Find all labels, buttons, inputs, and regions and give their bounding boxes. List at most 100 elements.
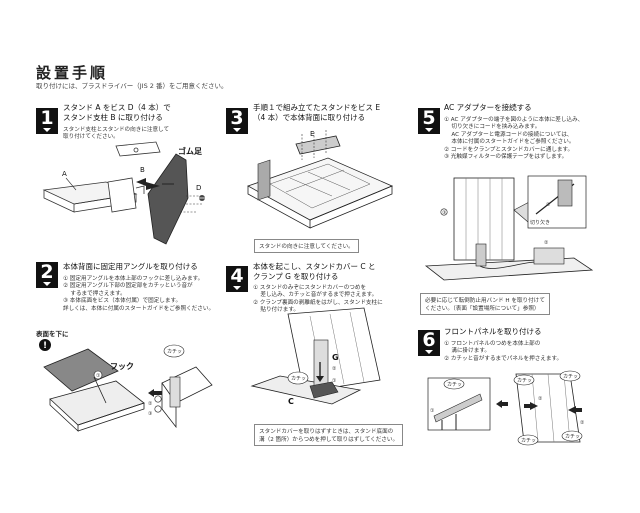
- step-2-angle-illustration: ! ① フック カチッ ② ③: [39, 339, 213, 432]
- step-6-label-click-bottom: カチッ: [521, 438, 536, 444]
- step-5-note: 必要に応じて転倒防止用バンド H を取り付けて ください。（表面「設置場所につい…: [420, 293, 550, 315]
- step-2-text-line-5: 詳しくは、本体に付属のスタートガイドをご参照ください。: [63, 305, 215, 312]
- step-1-label-rubber-feet: ゴム足: [178, 146, 203, 156]
- step-6-label-click-left: カチッ: [447, 382, 462, 388]
- step-2-heading-line-1: 本体背面に固定用アングルを取り付ける: [63, 262, 198, 271]
- arrow-left-icon: [568, 406, 582, 414]
- step-down-arrow-icon: [425, 128, 433, 132]
- step-6-label-click-bottom-right: カチッ: [565, 434, 580, 440]
- step-3-label-e: E: [310, 130, 314, 138]
- step-6-text-line-2: 溝に掛けます。: [444, 348, 490, 355]
- step-1-heading-line-1: スタンド A をビス D（4 本）で: [63, 103, 171, 112]
- step-2-label-click: カチッ: [167, 349, 182, 355]
- svg-text:①: ①: [332, 378, 337, 384]
- step-5-number: 5: [422, 107, 436, 129]
- step-1-text: スタンド支柱とスタンドの向きに注意して 取り付けてください。: [63, 127, 169, 142]
- step-3-heading: 手順１で組み立てたスタンドをビス E （4 本）で本体背面に取り付ける: [253, 103, 380, 123]
- step-3-number: 3: [230, 107, 244, 129]
- step-4-heading-line-1: 本体を起こし、スタンドカバー C と: [253, 262, 376, 271]
- step-1-heading-line-2: スタンド支柱 B に取り付ける: [63, 113, 163, 122]
- step-4-heading: 本体を起こし、スタンドカバー C と クランプ G を取り付ける: [253, 262, 376, 282]
- step-4-text-line-4: 貼り付けます。: [253, 307, 299, 314]
- step-6-heading: フロントパネルを取り付ける: [444, 327, 542, 337]
- svg-text:①: ①: [96, 373, 101, 379]
- arrow-left-icon: [524, 402, 538, 410]
- page-subtitle: 取り付けには、プラスドライバー（JIS 2 番）をご用意ください。: [36, 82, 228, 90]
- step-4-text-line-1: ① スタンドのみぞにスタンドカバーのつめを: [253, 285, 367, 291]
- step-4-cover-illustration: カチッ G C ② ①: [250, 307, 381, 406]
- step-5-text-line-6: ③ 光触媒フィルターの保護テープをはずします。: [444, 154, 568, 161]
- step-2-number-badge: 2: [36, 262, 58, 288]
- step-3-heading-line-2: （4 本）で本体背面に取り付ける: [253, 113, 366, 122]
- svg-text:③: ③: [148, 411, 152, 417]
- step-4-heading-line-2: クランプ G を取り付ける: [253, 272, 339, 281]
- step-5-adapter-illustration: 切り欠き ① ③ ②: [424, 175, 594, 281]
- step-2-number: 2: [40, 261, 54, 283]
- step-3-number-badge: 3: [226, 108, 248, 134]
- step-4-note: スタンドカバーを取りはずすときは、スタンド底面の 溝（2 箇所）からつめを押して…: [254, 424, 404, 446]
- step-6-label-click-top: カチッ: [517, 378, 532, 384]
- step-3-note: スタンドの向きに注意してください。: [254, 239, 359, 253]
- step-2-text-line-4: ③ 本体底面をビス（本体付属）で固定します。: [63, 298, 182, 305]
- step-down-arrow-icon: [43, 128, 51, 132]
- step-2-text-line-1: ① 固定用アングルを本体上部のフックに差し込みます。: [63, 276, 204, 282]
- step-4-label-g: G: [332, 353, 339, 362]
- step-2-text: ① 固定用アングルを本体上部のフックに差し込みます。 ② 固定用アングル下部の固…: [63, 276, 214, 313]
- step-5-note-line-2: ください。（表面「設置場所について」参照）: [425, 306, 540, 312]
- warning-icon: !: [39, 339, 51, 351]
- step-1-label-a: A: [62, 170, 67, 178]
- svg-text:②: ②: [544, 240, 549, 246]
- step-5-text-line-2: 切り欠きにコードを挟み込みます。: [444, 124, 541, 131]
- step-4-text: ① スタンドのみぞにスタンドカバーのつめを 差し込み、カチッと音がするまで押さえ…: [253, 285, 383, 315]
- step-4-note-line-1: スタンドカバーを取りはずすときは、スタンド底面の: [259, 429, 394, 435]
- screw-d-icon: [199, 195, 205, 201]
- step-5-text-line-5: ② コードをクランプとスタンドカバーに通します。: [444, 146, 574, 153]
- step-4-label-c: C: [288, 397, 294, 406]
- svg-text:①: ①: [546, 202, 551, 208]
- step-1-text-line-1: スタンド支柱とスタンドの向きに注意して: [63, 127, 170, 133]
- step-5-text-line-1: ① AC アダプターの端子を図のように本体に差し込み、: [444, 117, 584, 123]
- step-1-heading: スタンド A をビス D（4 本）で スタンド支柱 B に取り付ける: [63, 103, 171, 123]
- step-4-label-click: カチッ: [291, 376, 306, 382]
- step-down-arrow-icon: [43, 282, 51, 286]
- step-5-label-notch: 切り欠き: [530, 219, 550, 226]
- step-4-text-line-2: 差し込み、カチッと音がするまで押さえます。: [253, 292, 378, 299]
- step-6-left-inset: カチッ ①: [427, 377, 491, 431]
- arrow-right-icon: [496, 400, 508, 408]
- step-5-text: ① AC アダプターの端子を図のように本体に差し込み、 切り欠きにコードを挟み込…: [444, 117, 583, 161]
- step-2-text-line-2: ② 固定用アングル下部の固定部をカチッという音が: [63, 283, 193, 290]
- arrow-left-icon: [136, 178, 160, 190]
- svg-text:③: ③: [442, 210, 446, 216]
- step-5-heading-line-1: AC アダプターを接続する: [444, 103, 532, 112]
- step-5-heading: AC アダプターを接続する: [444, 103, 532, 113]
- step-6-text-line-1: ① フロントパネルのつめを本体上部の: [444, 341, 541, 347]
- step-2-text-line-3: するまで押さえます。: [63, 290, 126, 297]
- step-4-number: 4: [230, 265, 244, 287]
- step-2-heading: 本体背面に固定用アングルを取り付ける: [63, 262, 198, 272]
- step-down-arrow-icon: [233, 286, 241, 290]
- step-down-arrow-icon: [425, 350, 433, 354]
- step-5-zoom-inset: 切り欠き ①: [527, 175, 587, 229]
- step-4-note-line-2: 溝（2 箇所）からつめを押して取りはずしてください。: [259, 437, 399, 443]
- step-5-note-line-1: 必要に応じて転倒防止用バンド H を取り付けて: [425, 298, 545, 304]
- step-5-text-line-4: 本体に付属のスタートガイドをご参照ください。: [444, 139, 575, 146]
- svg-text:!: !: [43, 341, 47, 351]
- step-6-number-badge: 6: [418, 330, 440, 356]
- svg-text:②: ②: [332, 366, 337, 372]
- step-1-label-b: B: [140, 166, 145, 174]
- step-6-text: ① フロントパネルのつめを本体上部の 溝に掛けます。 ② カチッと音がするまでパ…: [444, 341, 562, 363]
- arrow-down-icon: [316, 376, 324, 382]
- step-3-mount-illustration: E: [247, 130, 394, 229]
- svg-text:②: ②: [538, 396, 543, 402]
- step-6-label-click-right: カチッ: [563, 374, 578, 380]
- step-3-heading-line-1: 手順１で組み立てたスタンドをビス E: [253, 103, 381, 112]
- step-6-front-panel-illustration: カチッ ① カチッ カチッ カチッ カチッ ② ②: [427, 370, 585, 446]
- step-6-number: 6: [422, 329, 436, 351]
- step-1-number-badge: 1: [36, 108, 58, 134]
- step-4-text-line-3: ② クランプ裏面の剥離紙をはがし、スタンド支柱に: [253, 299, 383, 306]
- step-1-text-line-2: 取り付けてください。: [63, 134, 119, 141]
- svg-text:①: ①: [430, 408, 435, 414]
- step-5-number-badge: 5: [418, 108, 440, 134]
- svg-text:②: ②: [148, 401, 153, 407]
- step-down-arrow-icon: [233, 128, 241, 132]
